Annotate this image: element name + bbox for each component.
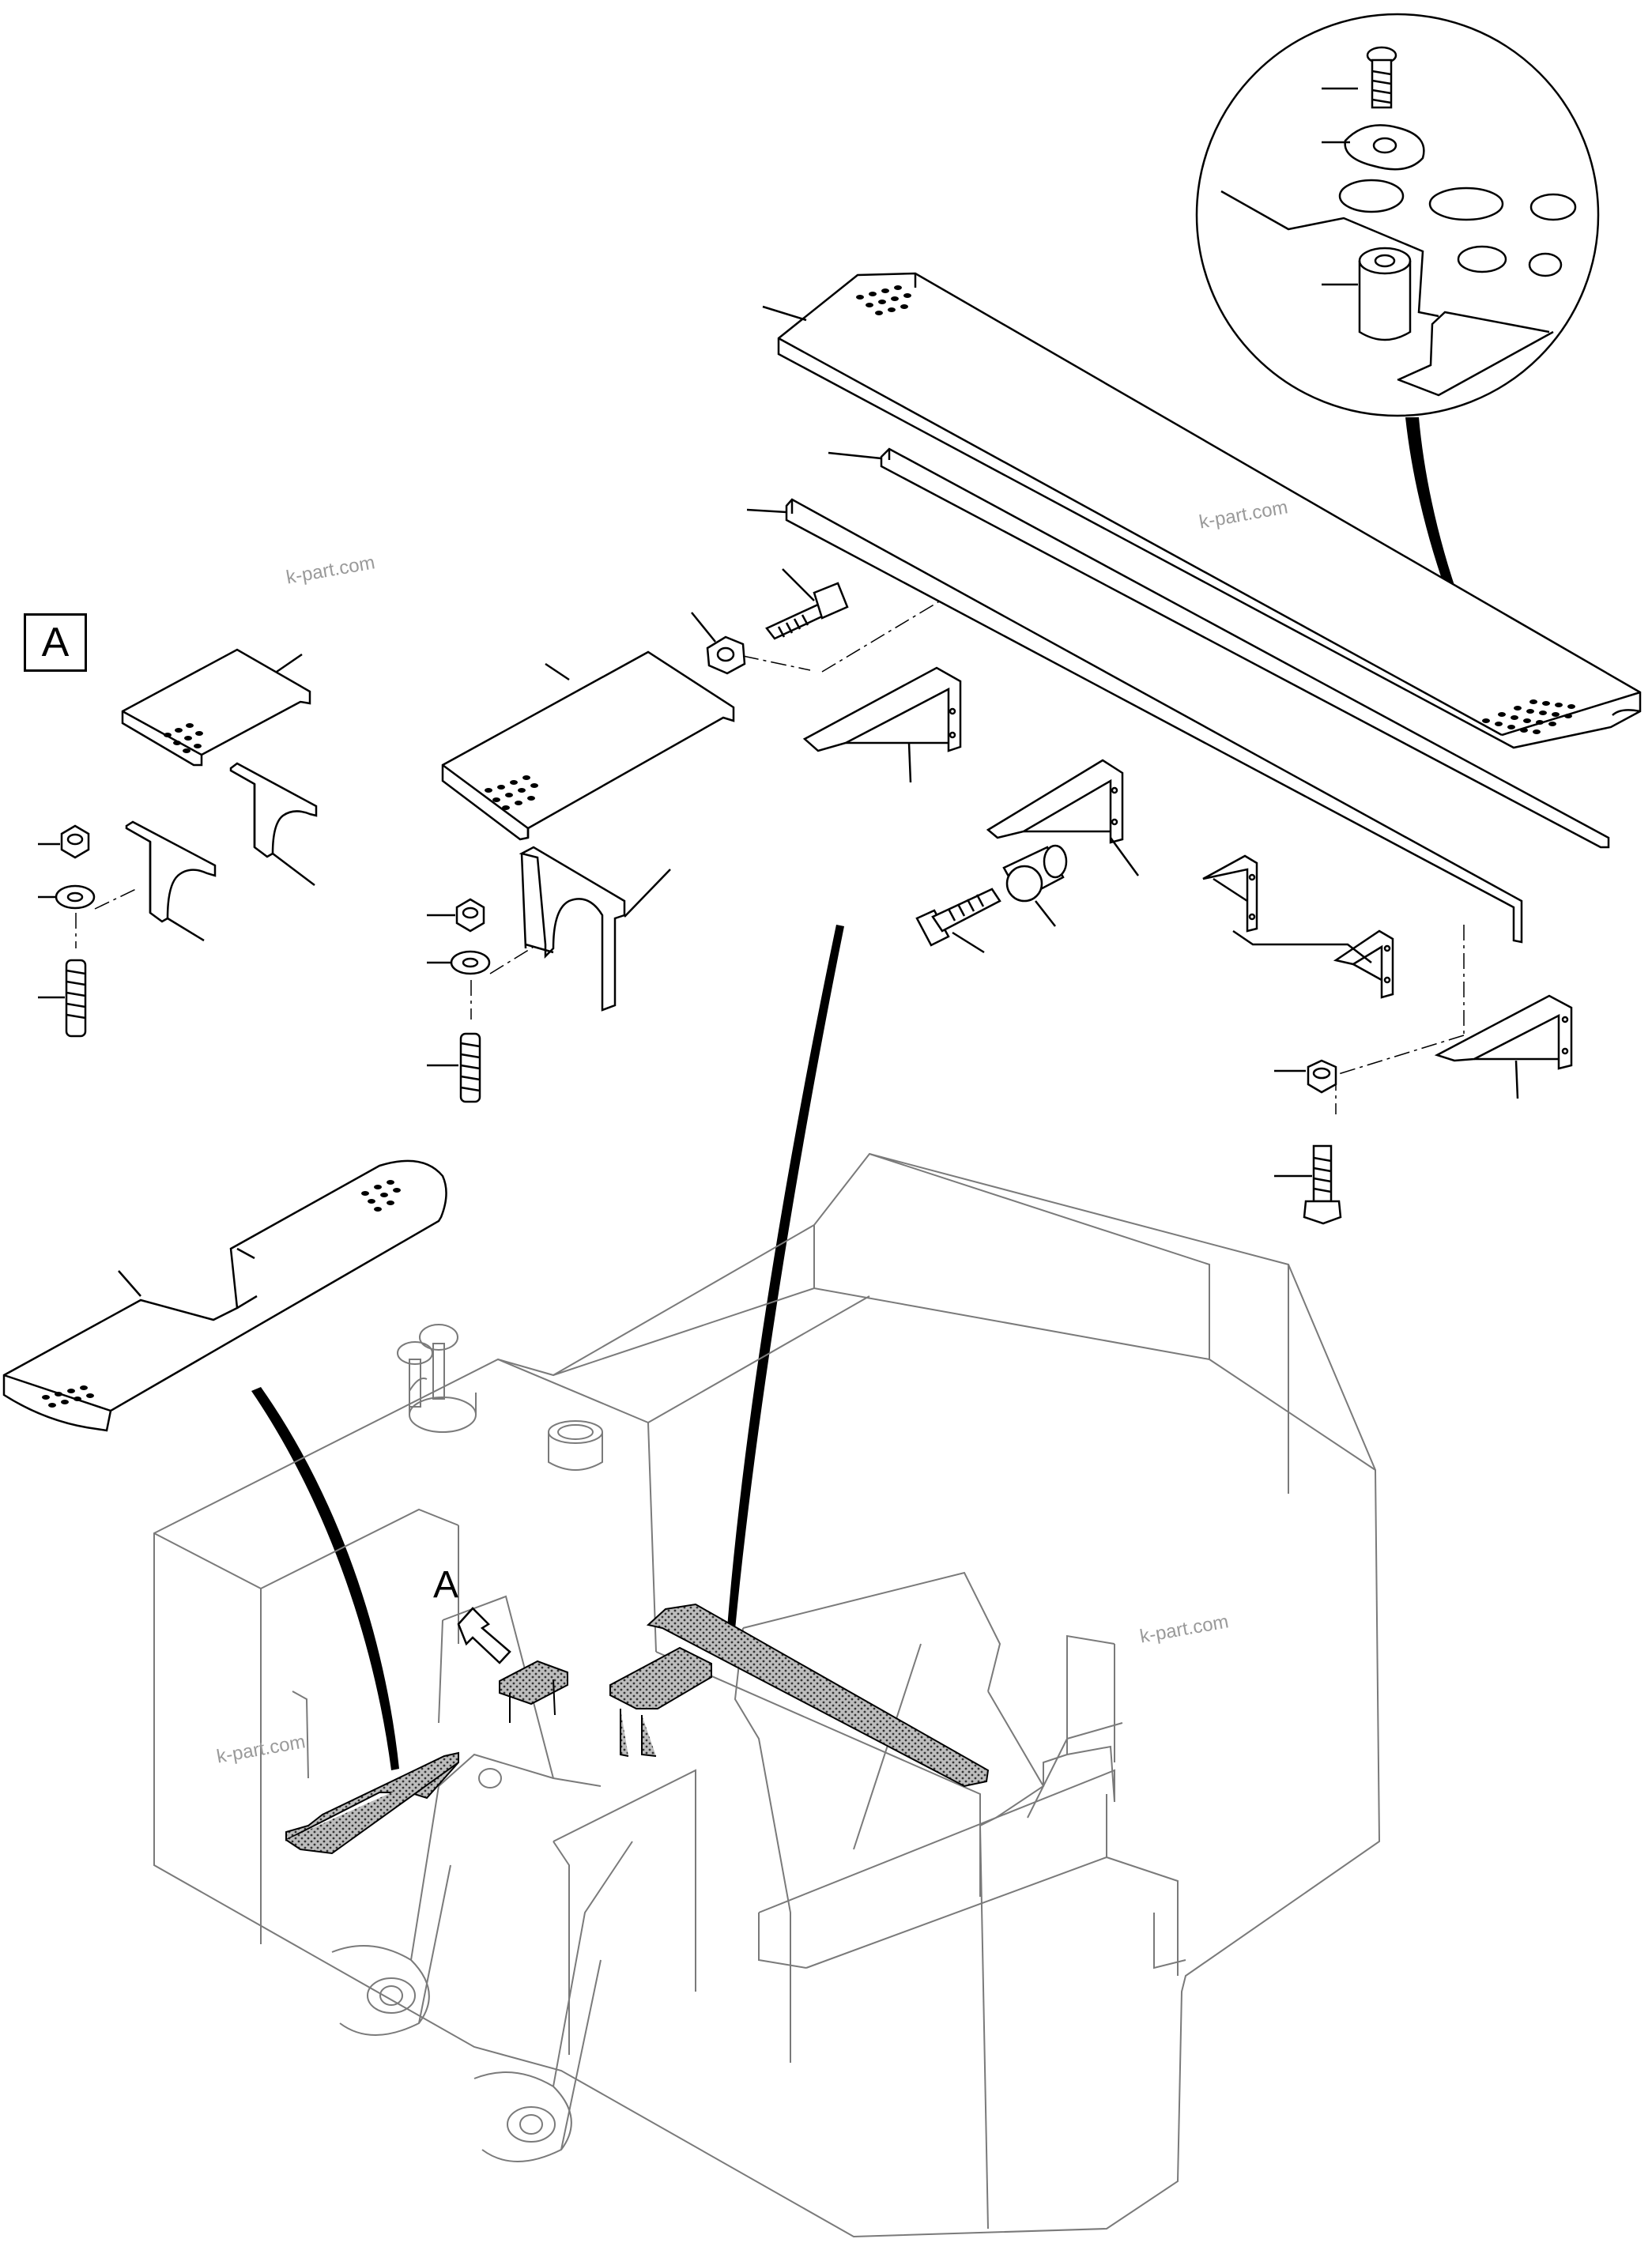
- detail-spacer: [1358, 247, 1412, 341]
- machine-body-ghost: [153, 1152, 1381, 2238]
- lower-rail: [746, 498, 1523, 944]
- bracket-4: [1333, 929, 1394, 999]
- center-washer: [427, 950, 491, 975]
- upper-rail: [828, 447, 1610, 849]
- long-top-cover: [762, 272, 1642, 749]
- bolt-bottom-right: [1274, 1144, 1342, 1225]
- small-bracket-A-1: [229, 762, 318, 886]
- detail-washer: [1344, 124, 1425, 171]
- left-long-cover-perforations: [42, 1180, 401, 1408]
- nut-A: [38, 824, 90, 859]
- bolt-middle: [915, 888, 1001, 954]
- center-cover: [441, 650, 735, 841]
- bracket-3-4-leader: [1232, 929, 1372, 963]
- detail-callout-box: A: [24, 613, 87, 672]
- center-support-bracket: [519, 846, 671, 1012]
- cover-perforations-top: [856, 285, 911, 315]
- detail-magnifier: [1195, 13, 1600, 417]
- detail-leader-curve: [1405, 417, 1510, 715]
- view-arrow-A: [457, 1607, 511, 1664]
- nut-center-top: [691, 612, 746, 675]
- installed-long-cover: [646, 1603, 990, 1788]
- washer-A: [38, 884, 96, 910]
- small-cover-A: [121, 648, 311, 767]
- bracket-1: [802, 666, 962, 783]
- detail-screw: [1366, 46, 1397, 109]
- installed-small-cover-A: [499, 1660, 568, 1723]
- bracket-2: [986, 759, 1140, 876]
- assembly-axis-4: [75, 888, 137, 948]
- stud-A: [38, 959, 87, 1038]
- center-nut: [427, 898, 485, 933]
- center-stud: [427, 1032, 481, 1103]
- installed-center-cover: [609, 1646, 712, 1757]
- cover-perforations-bottom: [1482, 699, 1575, 734]
- view-arrow-label: A: [433, 1564, 459, 1606]
- spacer-middle: [1002, 844, 1068, 927]
- leader-curve-center: [727, 925, 844, 1630]
- leader-curve-left: [251, 1387, 399, 1770]
- bolt-center-top: [765, 568, 849, 640]
- assembly-axis-1: [742, 600, 941, 673]
- center-cover-perforations: [485, 775, 538, 810]
- small-bracket-A-2: [125, 820, 217, 942]
- installed-left-cover: [285, 1751, 459, 1855]
- assembly-axis-3: [470, 944, 538, 1020]
- nut-bottom-right: [1274, 1059, 1337, 1094]
- small-cover-A-perforations: [164, 723, 203, 753]
- bracket-3: [1202, 854, 1258, 933]
- bracket-5: [1434, 994, 1573, 1099]
